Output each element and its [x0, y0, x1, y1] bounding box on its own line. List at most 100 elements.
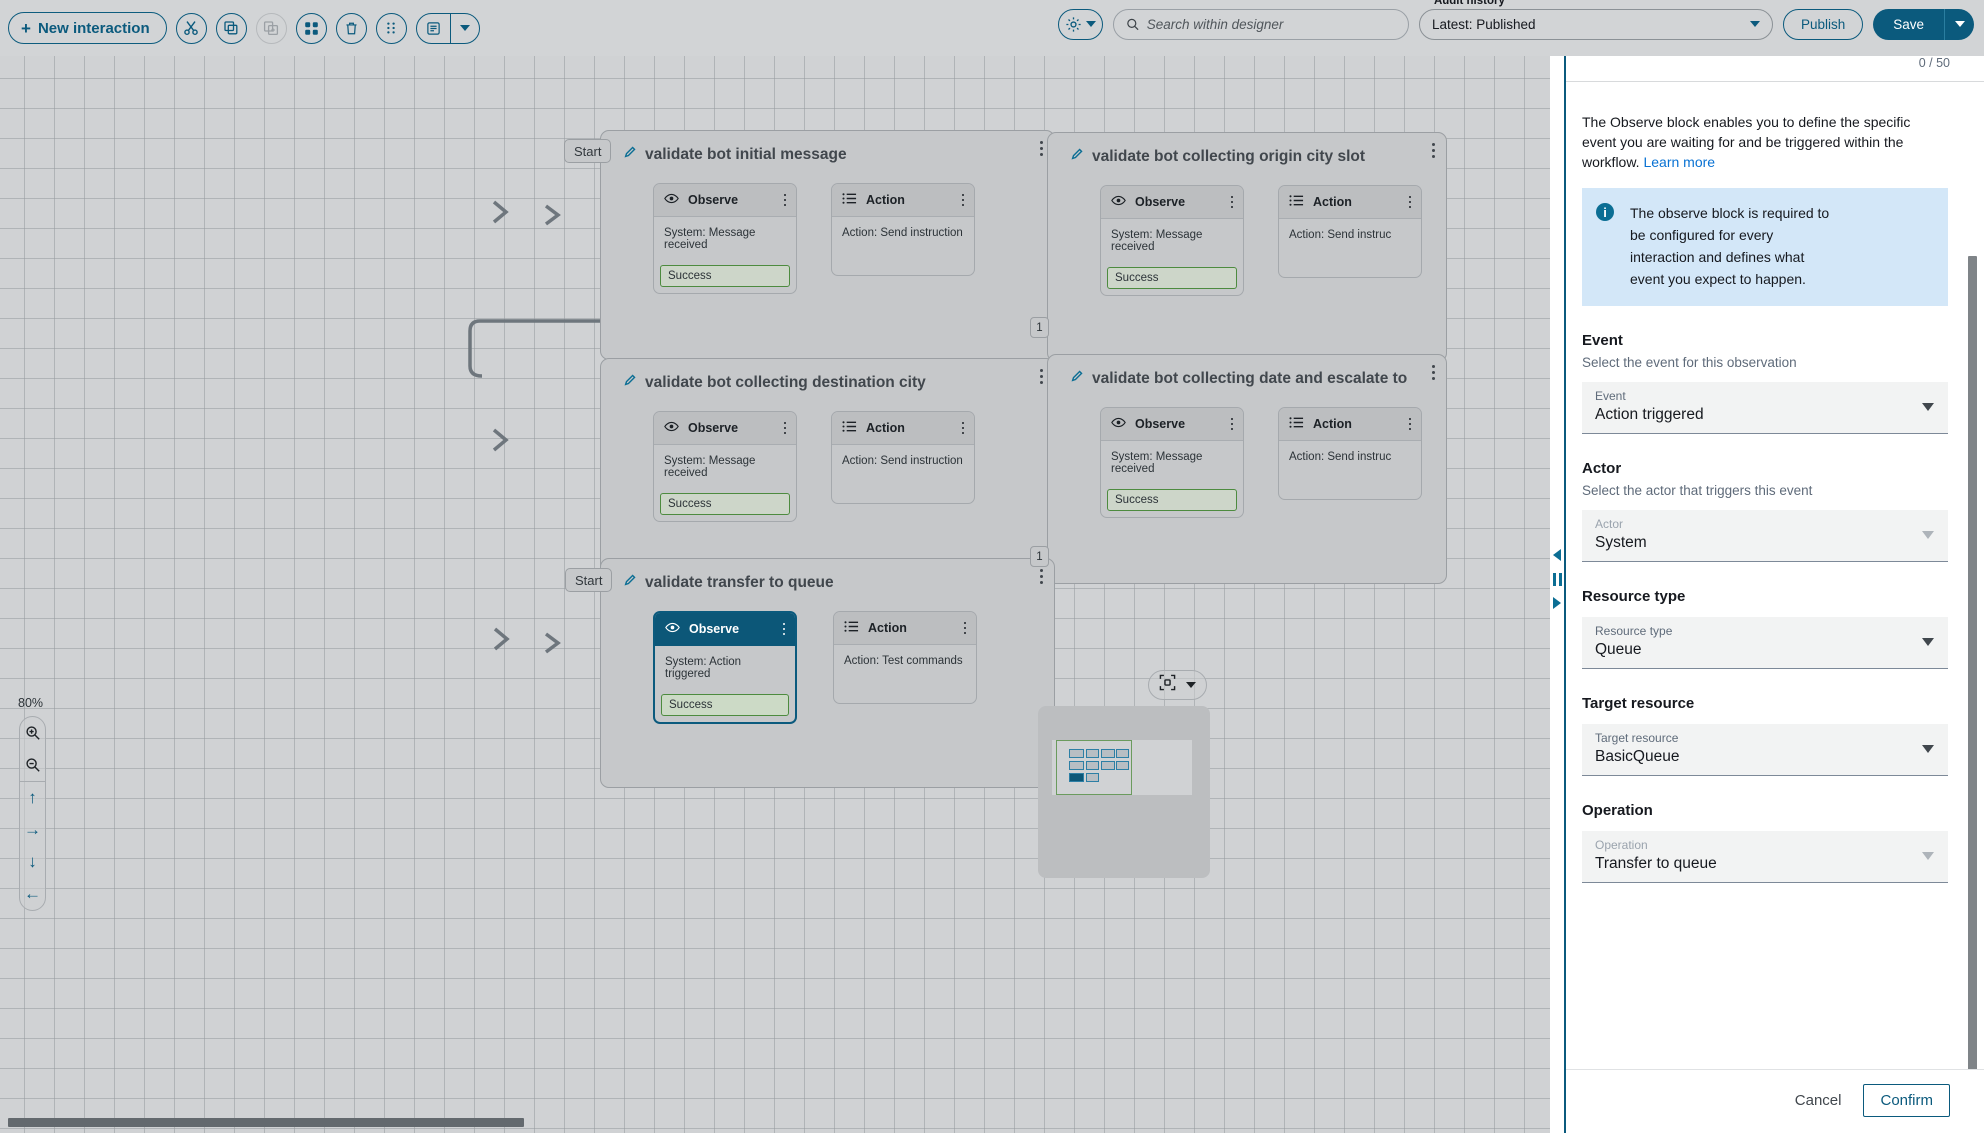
observe-node-header[interactable]: Observe [1101, 408, 1243, 441]
actor-select-label: Actor [1595, 517, 1624, 531]
grid-icon[interactable] [295, 12, 327, 44]
action-node-header[interactable]: Action [834, 612, 976, 645]
arrow-down-icon[interactable]: ↓ [28, 852, 37, 871]
action-node-menu-button[interactable] [961, 193, 964, 207]
fit-to-screen-icon[interactable] [1159, 674, 1176, 696]
action-node[interactable]: Action Action: Send instruction [831, 183, 975, 276]
expand-right-icon[interactable] [1553, 597, 1561, 609]
section-title-actor: Actor [1582, 460, 1622, 477]
zoom-out-icon[interactable] [19, 749, 46, 781]
publish-button[interactable]: Publish [1782, 8, 1864, 40]
success-outcome-chip[interactable]: Success [660, 493, 790, 515]
resource-type-select[interactable]: Resource type Queue [1582, 617, 1948, 669]
action-node-header[interactable]: Action [1279, 186, 1421, 219]
action-node-title: Action [1313, 195, 1352, 209]
action-node[interactable]: Action Action: Send instruc [1278, 185, 1422, 278]
arrow-left-icon[interactable]: ← [24, 884, 41, 903]
copy-icon[interactable] [215, 12, 247, 44]
save-dropdown-toggle[interactable] [1944, 8, 1974, 40]
trash-icon[interactable] [335, 12, 367, 44]
confirm-button[interactable]: Confirm [1863, 1084, 1950, 1117]
save-split-button[interactable]: Save [1873, 8, 1974, 40]
action-node[interactable]: Action Action: Send instruc [1278, 407, 1422, 500]
interaction-group[interactable]: validate bot collecting date and escalat… [1047, 354, 1447, 584]
group-menu-button[interactable] [1432, 365, 1435, 380]
observe-node[interactable]: Observe System: Message received Success [1100, 407, 1244, 518]
interaction-group[interactable]: validate bot initial message Observe Sys… [600, 130, 1055, 360]
group-menu-button[interactable] [1040, 369, 1043, 384]
observe-node-header[interactable]: Observe [1101, 186, 1243, 219]
panel-scroll-area[interactable]: The Observe block enables you to define … [1566, 82, 1984, 1069]
action-node-menu-button[interactable] [963, 621, 966, 635]
observe-node-menu-button[interactable] [1230, 195, 1233, 209]
arrow-right-icon[interactable]: → [24, 820, 41, 839]
flow-canvas[interactable]: Start validate bot initial message Obser… [0, 56, 1550, 1133]
event-select-value: Action triggered [1595, 406, 1704, 423]
arrow-up-icon[interactable]: ↑ [28, 788, 37, 807]
caret-down-icon[interactable] [1186, 682, 1196, 688]
scrollbar-thumb[interactable] [8, 1118, 524, 1127]
action-node-menu-button[interactable] [961, 421, 964, 435]
operation-select[interactable]: Operation Transfer to queue [1582, 831, 1948, 883]
action-node-menu-button[interactable] [1408, 417, 1411, 431]
chevron-down-icon [1922, 638, 1934, 646]
drag-dots-icon[interactable] [375, 12, 407, 44]
interaction-group[interactable]: validate transfer to queue Observe Syste… [600, 558, 1055, 788]
observe-node-header[interactable]: Observe [654, 412, 796, 445]
action-node[interactable]: Action Action: Send instruction [831, 411, 975, 504]
search-input-wrapper[interactable] [1112, 8, 1409, 40]
search-input[interactable] [1146, 16, 1396, 32]
success-outcome-chip[interactable]: Success [1107, 489, 1237, 511]
cut-icon[interactable] [175, 12, 207, 44]
zoom-in-icon[interactable] [19, 717, 46, 749]
observe-node-menu-button[interactable] [782, 622, 785, 636]
observe-node[interactable]: Observe System: Message received Success [653, 411, 797, 522]
observe-node-menu-button[interactable] [783, 193, 786, 207]
group-menu-button[interactable] [1040, 569, 1043, 584]
learn-more-link[interactable]: Learn more [1643, 154, 1716, 170]
group-menu-button[interactable] [1040, 141, 1043, 156]
success-outcome-chip[interactable]: Success [660, 265, 790, 287]
action-node-header[interactable]: Action [1279, 408, 1421, 441]
panel-resize-handle[interactable] [1550, 549, 1564, 609]
event-select[interactable]: Event Action triggered [1582, 382, 1948, 434]
minimap-viewport[interactable] [1056, 740, 1132, 795]
observe-node-header[interactable]: Observe [654, 184, 796, 217]
audit-history-select[interactable]: Audit history Latest: Published [1418, 0, 1773, 40]
grip-icon[interactable] [1552, 572, 1562, 586]
actor-select[interactable]: Actor System [1582, 510, 1948, 562]
success-outcome-chip[interactable]: Success [1107, 267, 1237, 289]
action-node-menu-button[interactable] [1408, 195, 1411, 209]
save-button[interactable]: Save [1893, 16, 1924, 32]
canvas-horizontal-scrollbar[interactable] [8, 1118, 1128, 1127]
fit-to-screen-split-button[interactable] [1148, 670, 1207, 700]
action-node-header[interactable]: Action [832, 412, 974, 445]
group-menu-button[interactable] [1432, 143, 1435, 158]
notes-icon[interactable] [417, 14, 450, 43]
action-node[interactable]: Action Action: Test commands [833, 611, 977, 704]
interaction-group[interactable]: validate bot collecting destination city… [600, 358, 1055, 588]
notes-dropdown-toggle[interactable] [449, 13, 479, 43]
observe-node-menu-button[interactable] [783, 421, 786, 435]
observe-node[interactable]: Observe System: Message received Success [653, 183, 797, 294]
minimap[interactable] [1038, 706, 1210, 878]
start-badge-label: Start [574, 143, 602, 159]
connector-count-badge[interactable]: 1 [1030, 317, 1049, 338]
observe-node[interactable]: Observe System: Message received Success [1100, 185, 1244, 296]
action-node-header[interactable]: Action [832, 184, 974, 217]
new-interaction-button[interactable]: + New interaction [8, 12, 167, 44]
observe-node-title: Observe [689, 622, 740, 636]
connector-count-badge[interactable]: 1 [1030, 546, 1049, 567]
settings-split-button[interactable] [1057, 8, 1103, 40]
collapse-left-icon[interactable] [1553, 549, 1561, 561]
target-resource-select[interactable]: Target resource BasicQueue [1582, 724, 1948, 776]
search-icon [1127, 18, 1139, 30]
observe-node-menu-button[interactable] [1230, 417, 1233, 431]
panel-vertical-scrollbar[interactable] [1968, 256, 1977, 1069]
success-outcome-chip[interactable]: Success [661, 694, 789, 716]
cancel-button[interactable]: Cancel [1787, 1086, 1850, 1115]
notes-split-button[interactable] [415, 12, 480, 44]
observe-node-header[interactable]: Observe [655, 613, 795, 646]
interaction-group[interactable]: validate bot collecting origin city slot… [1047, 132, 1447, 362]
observe-node[interactable]: Observe System: Action triggered Success [653, 611, 797, 724]
